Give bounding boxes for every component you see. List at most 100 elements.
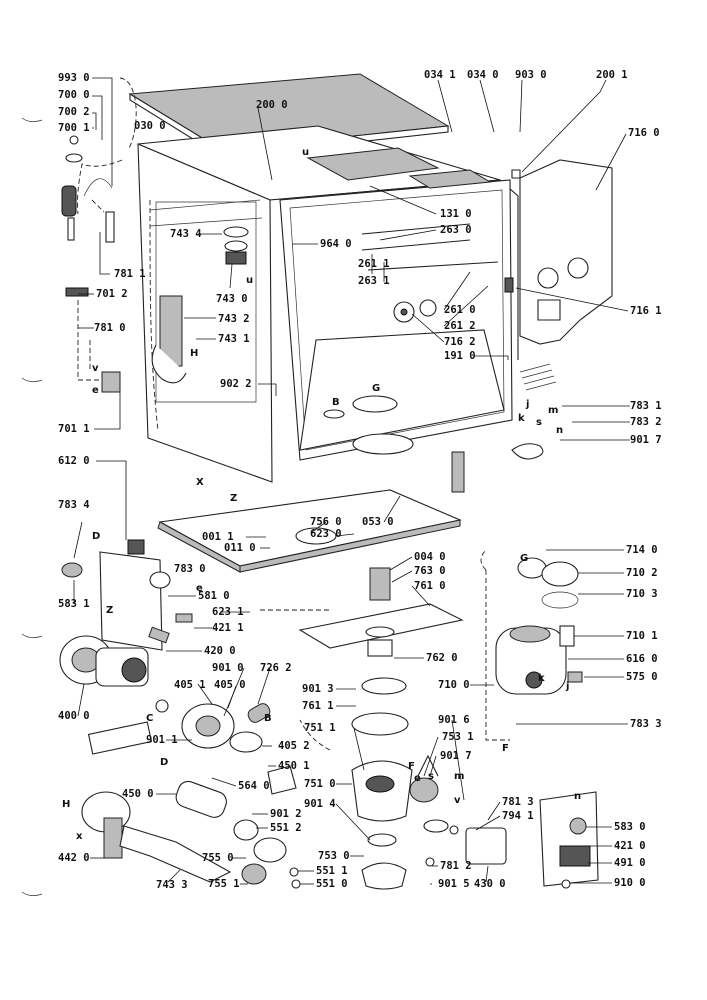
control-bracket — [61, 539, 193, 651]
part-label-581-0: 581 0 — [198, 590, 230, 602]
connection-letter: n — [556, 425, 564, 436]
connection-letter: s — [428, 771, 434, 782]
connection-letter: F — [502, 743, 509, 754]
control-plate — [539, 791, 599, 889]
part-label-551-2: 551 2 — [270, 822, 302, 834]
connection-letter: n — [574, 791, 582, 802]
part-label-783-0: 783 0 — [174, 563, 206, 575]
part-label-964-0: 964 0 — [320, 238, 352, 250]
part-label-781-3: 781 3 — [502, 796, 534, 808]
part-label-901-7-lower: 901 7 — [440, 750, 472, 762]
connection-letter: D — [92, 531, 101, 542]
part-label-781-2: 781 2 — [440, 860, 472, 872]
connection-letter: G — [520, 553, 529, 564]
circulation-motor — [59, 635, 153, 755]
part-label-263-0: 263 0 — [440, 224, 472, 236]
part-label-616-0: 616 0 — [626, 653, 658, 665]
part-label-743-2: 743 2 — [218, 313, 250, 325]
connection-letter: e — [92, 385, 99, 396]
part-label-034-1: 034 1 — [424, 69, 456, 81]
part-label-901-2: 901 2 — [270, 808, 302, 820]
part-label-421-1: 421 1 — [212, 622, 244, 634]
connection-letter: G — [372, 383, 381, 394]
part-label-783-3: 783 3 — [630, 718, 662, 730]
part-label-001-1: 001 1 — [202, 531, 234, 543]
heater-assembly — [151, 226, 249, 384]
part-label-131-0: 131 0 — [440, 208, 472, 220]
connection-letter: C — [146, 713, 154, 724]
part-label-901-7-upper: 901 7 — [630, 434, 662, 446]
part-label-710-2: 710 2 — [626, 567, 658, 579]
part-label-761-1: 761 1 — [302, 700, 334, 712]
part-label-716-0: 716 0 — [628, 127, 660, 139]
connection-letter: m — [548, 405, 559, 416]
part-label-551-1: 551 1 — [316, 865, 348, 877]
part-label-491-0: 491 0 — [614, 857, 646, 869]
part-label-612-0: 612 0 — [58, 455, 90, 467]
part-label-450-0: 450 0 — [122, 788, 154, 800]
part-label-783-4: 783 4 — [58, 499, 90, 511]
part-label-261-1: 261 1 — [358, 258, 390, 270]
part-label-902-2: 902 2 — [220, 378, 252, 390]
part-label-583-0: 583 0 — [614, 821, 646, 833]
connection-letter: v — [454, 795, 461, 806]
part-label-710-0: 710 0 — [438, 679, 470, 691]
connection-letter: Z — [106, 605, 114, 616]
part-label-011-0: 011 0 — [224, 542, 256, 554]
connection-letter: j — [566, 681, 570, 692]
part-label-701-1: 701 1 — [58, 423, 90, 435]
part-label-261-2: 261 2 — [444, 320, 476, 332]
part-label-261-0: 261 0 — [444, 304, 476, 316]
connection-letter: k — [538, 673, 545, 684]
part-label-743-4: 743 4 — [170, 228, 202, 240]
part-label-583-1: 583 1 — [58, 598, 90, 610]
part-label-751-0: 751 0 — [304, 778, 336, 790]
part-label-430-0: 430 0 — [474, 878, 506, 890]
part-label-053-0: 053 0 — [362, 516, 394, 528]
connection-letter: Z — [230, 493, 238, 504]
part-label-714-0: 714 0 — [626, 544, 658, 556]
part-label-623-1: 623 1 — [212, 606, 244, 618]
side-panel — [504, 159, 613, 345]
margin-mark — [21, 891, 43, 896]
part-label-901-6: 901 6 — [438, 714, 470, 726]
part-label-993-0: 993 0 — [58, 72, 90, 84]
wiring-harness — [511, 363, 557, 460]
margin-mark — [21, 117, 43, 122]
connection-letter: m — [454, 771, 465, 782]
part-label-575-0: 575 0 — [626, 671, 658, 683]
part-label-442-0: 442 0 — [58, 852, 90, 864]
part-label-710-1: 710 1 — [626, 630, 658, 642]
part-label-400-0: 400 0 — [58, 710, 90, 722]
pump-housing — [155, 699, 297, 795]
connection-line — [91, 199, 105, 213]
part-label-761-0: 761 0 — [414, 580, 446, 592]
water-softener — [495, 557, 583, 695]
part-label-726-2: 726 2 — [260, 662, 292, 674]
inner-tub — [279, 147, 513, 461]
part-label-450-1: 450 1 — [278, 760, 310, 772]
part-label-716-1: 716 1 — [630, 305, 662, 317]
part-label-263-1: 263 1 — [358, 275, 390, 287]
connection-letter: D — [160, 757, 169, 768]
connection-letter: x — [76, 831, 83, 842]
part-label-564-0: 564 0 — [238, 780, 270, 792]
connection-letter: H — [190, 348, 199, 359]
connection-letter: e — [414, 773, 421, 784]
connection-letter: B — [264, 713, 272, 724]
part-label-755-0: 755 0 — [202, 852, 234, 864]
connection-letter: s — [536, 417, 542, 428]
part-label-421-0: 421 0 — [614, 840, 646, 852]
connection-letter: B — [332, 397, 340, 408]
connection-letter: F — [408, 761, 415, 772]
part-label-700-0: 700 0 — [58, 89, 90, 101]
detergent-dispenser — [409, 754, 507, 867]
connection-line — [119, 77, 137, 151]
part-label-551-0: 551 0 — [316, 878, 348, 890]
part-label-755-1: 755 1 — [208, 878, 240, 890]
leader-lines — [73, 77, 630, 885]
part-label-781-0: 781 0 — [94, 322, 126, 334]
part-label-004-0: 004 0 — [414, 551, 446, 563]
